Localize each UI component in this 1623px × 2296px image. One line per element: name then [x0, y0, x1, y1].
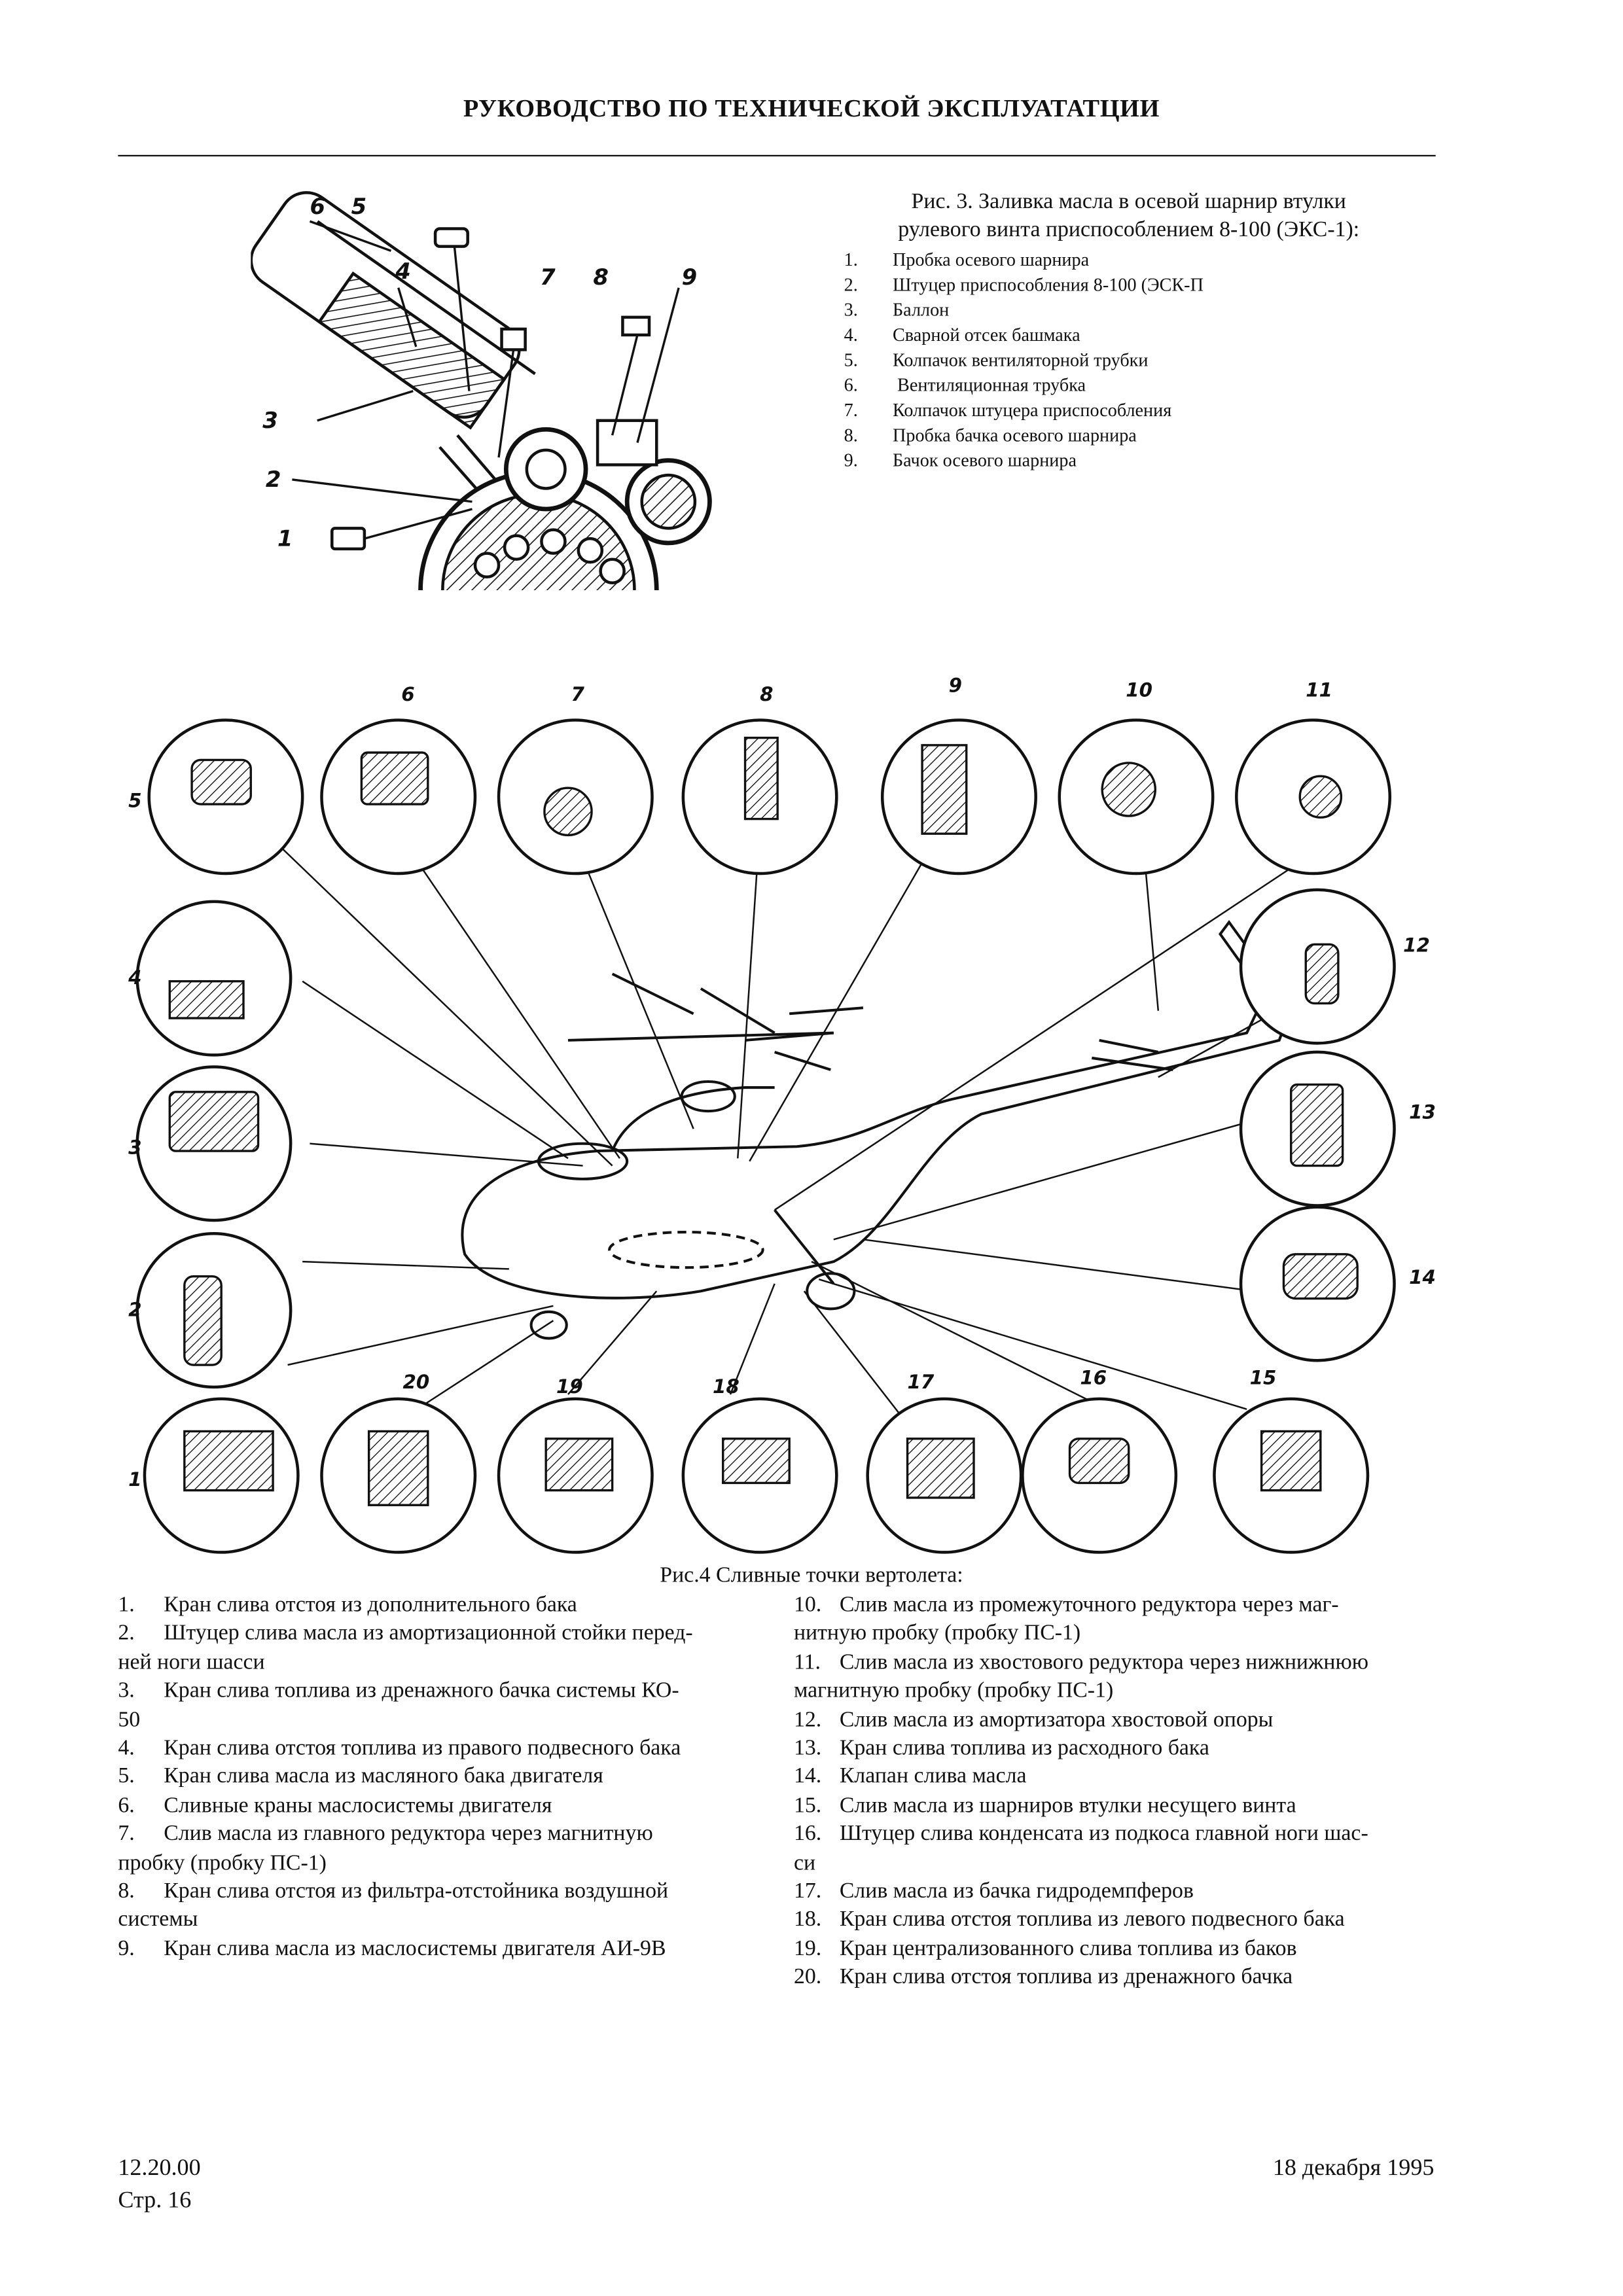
fig3-callout-1: 1 [277, 525, 293, 551]
fig4-legend-item-cont: ней ноги шасси [118, 1651, 265, 1675]
fig4-callout-18: 18 [713, 1375, 740, 1398]
fig4-legend-item: 10.Слив масла из промежуточного редуктор… [793, 1593, 1339, 1617]
fig3-legend-item: 2.Штуцер приспособления 8-100 (ЭСК-П [844, 274, 1204, 296]
footer-page-number: Стр. 16 [118, 2188, 192, 2214]
fig4-callout-6: 6 [401, 683, 414, 705]
fig3-callout-5: 5 [351, 194, 367, 219]
fig3-legend-item: 4.Сварной отсек башмака [844, 325, 1080, 345]
fig4-callout-16: 16 [1080, 1366, 1107, 1388]
header-rule [118, 154, 1436, 157]
fig3-legend-item: 3.Баллон [844, 299, 950, 321]
fig4-callout-19: 19 [556, 1375, 583, 1398]
fig4-legend-item-cont: 50 [118, 1708, 141, 1732]
fig4-legend-item: 7.Слив масла из главного редуктора через… [118, 1822, 653, 1846]
figure3-caption-line2: рулевого винта приспособлением 8-100 (ЭК… [898, 218, 1360, 242]
fig4-callout-11: 11 [1306, 679, 1332, 701]
fig4-callout-13: 13 [1409, 1101, 1436, 1123]
fig4-legend-item-cont: си [793, 1851, 816, 1875]
fig4-callout-10: 10 [1126, 679, 1152, 701]
fig4-callout-1: 1 [128, 1468, 141, 1491]
fig4-callout-7: 7 [571, 683, 585, 705]
fig4-legend-item: 14.Клапан слива масла [793, 1765, 1027, 1790]
fig4-callout-5: 5 [128, 790, 141, 812]
fig4-legend-item: 20.Кран слива отстоя топлива из дренажно… [793, 1966, 1293, 1990]
figure3-illustration: 1 2 3 4 5 6 7 8 9 [251, 191, 712, 591]
fig4-legend-item: 18.Кран слива отстоя топлива из левого п… [793, 1908, 1345, 1933]
fig4-callout-2: 2 [128, 1299, 141, 1321]
fig4-legend-item: 4.Кран слива отстоя топлива из правого п… [118, 1737, 681, 1761]
fig4-callout-3: 3 [128, 1137, 141, 1159]
fig4-legend-item: 9.Кран слива масла из маслосистемы двига… [118, 1937, 666, 1961]
fig4-legend-item-cont: нитную пробку (пробку ПС-1) [793, 1622, 1081, 1646]
fig4-callout-20: 20 [402, 1371, 429, 1393]
fig3-legend-item: 8.Пробка бачка осевого шарнира [844, 425, 1137, 446]
fig3-callout-2: 2 [266, 467, 281, 492]
fig3-callout-8: 8 [593, 264, 609, 290]
fig4-legend-item: 1.Кран слива отстоя из дополнительного б… [118, 1593, 577, 1617]
fig4-legend-item: 6.Сливные краны маслосистемы двигателя [118, 1793, 552, 1818]
fig4-legend-item: 5.Кран слива масла из масляного бака дви… [118, 1765, 603, 1790]
fig4-legend-item: 2.Штуцер слива масла из амортизационной … [118, 1622, 693, 1646]
footer-date: 18 декабря 1995 [1272, 2155, 1435, 2181]
fig4-legend-item: 15.Слив масла из шарниров втулки несущег… [793, 1793, 1296, 1818]
fig4-legend-item-cont: системы [118, 1908, 198, 1933]
fig3-callout-7: 7 [540, 264, 556, 290]
fig3-legend-item: 5.Колпачок вентиляторной трубки [844, 349, 1149, 371]
fig4-legend-item-cont: пробку (пробку ПС-1) [118, 1851, 327, 1875]
figure3-caption-line1: Рис. 3. Заливка масла в осевой шарнир вт… [911, 190, 1346, 214]
fig4-callout-14: 14 [1409, 1266, 1436, 1288]
fig3-legend-item: 1.Пробка осевого шарнира [844, 249, 1090, 270]
fig4-legend-item: 11.Слив масла из хвостового редуктора че… [793, 1651, 1369, 1675]
page-header-title: РУКОВОДСТВО ПО ТЕХНИЧЕСКОЙ ЭКСПЛУАТАТЦИИ [463, 94, 1160, 123]
fig4-legend-item: 17.Слив масла из бачка гидродемпферов [793, 1880, 1194, 1904]
fig4-legend-item: 19.Кран централизованного слива топлива … [793, 1937, 1297, 1961]
fig4-callout-9: 9 [949, 675, 962, 697]
figure4-caption: Рис.4 Сливные точки вертолета: [660, 1564, 963, 1588]
fig3-legend-item: 9.Бачок осевого шарнира [844, 450, 1077, 471]
figure4-illustration: 1 2 3 4 5 6 7 8 9 10 11 12 13 14 15 16 1… [128, 675, 1436, 1554]
fig3-callout-9: 9 [682, 264, 698, 290]
fig4-callout-8: 8 [760, 683, 773, 705]
fig4-callout-12: 12 [1403, 934, 1430, 957]
figure3-legend: 1.Пробка осевого шарнира 2.Штуцер приспо… [844, 248, 1435, 474]
fig3-callout-3: 3 [262, 408, 278, 433]
figure4-legend-right: 10.Слив масла из промежуточного редуктор… [794, 1592, 1443, 1993]
fig4-callout-4: 4 [128, 966, 141, 989]
fig4-legend-item: 12.Слив масла из амортизатора хвостовой … [793, 1708, 1274, 1732]
figure4-legend-left: 1.Кран слива отстоя из дополнительного б… [118, 1592, 767, 1964]
fig4-legend-item-cont: магнитную пробку (пробку ПС-1) [793, 1679, 1114, 1703]
fig4-callout-17: 17 [908, 1371, 935, 1393]
fig4-legend-item: 8.Кран слива отстоя из фильтра-отстойник… [118, 1880, 669, 1904]
fig4-legend-item: 3.Кран слива топлива из дренажного бачка… [118, 1679, 679, 1703]
footer-document-code: 12.20.00 [118, 2155, 201, 2181]
fig3-callout-6: 6 [310, 194, 325, 219]
fig3-legend-item: 7.Колпачок штуцера приспособления [844, 400, 1172, 421]
fig3-callout-4: 4 [395, 258, 411, 284]
fig4-callout-15: 15 [1250, 1366, 1277, 1388]
fig4-legend-item: 16.Штуцер слива конденсата из подкоса гл… [793, 1822, 1368, 1846]
fig3-legend-item: 6. Вентиляционная трубка [844, 374, 1086, 396]
figure3-caption: Рис. 3. Заливка масла в осевой шарнир вт… [827, 189, 1431, 245]
fig4-legend-item: 13.Кран слива топлива из расходного бака [793, 1737, 1209, 1761]
